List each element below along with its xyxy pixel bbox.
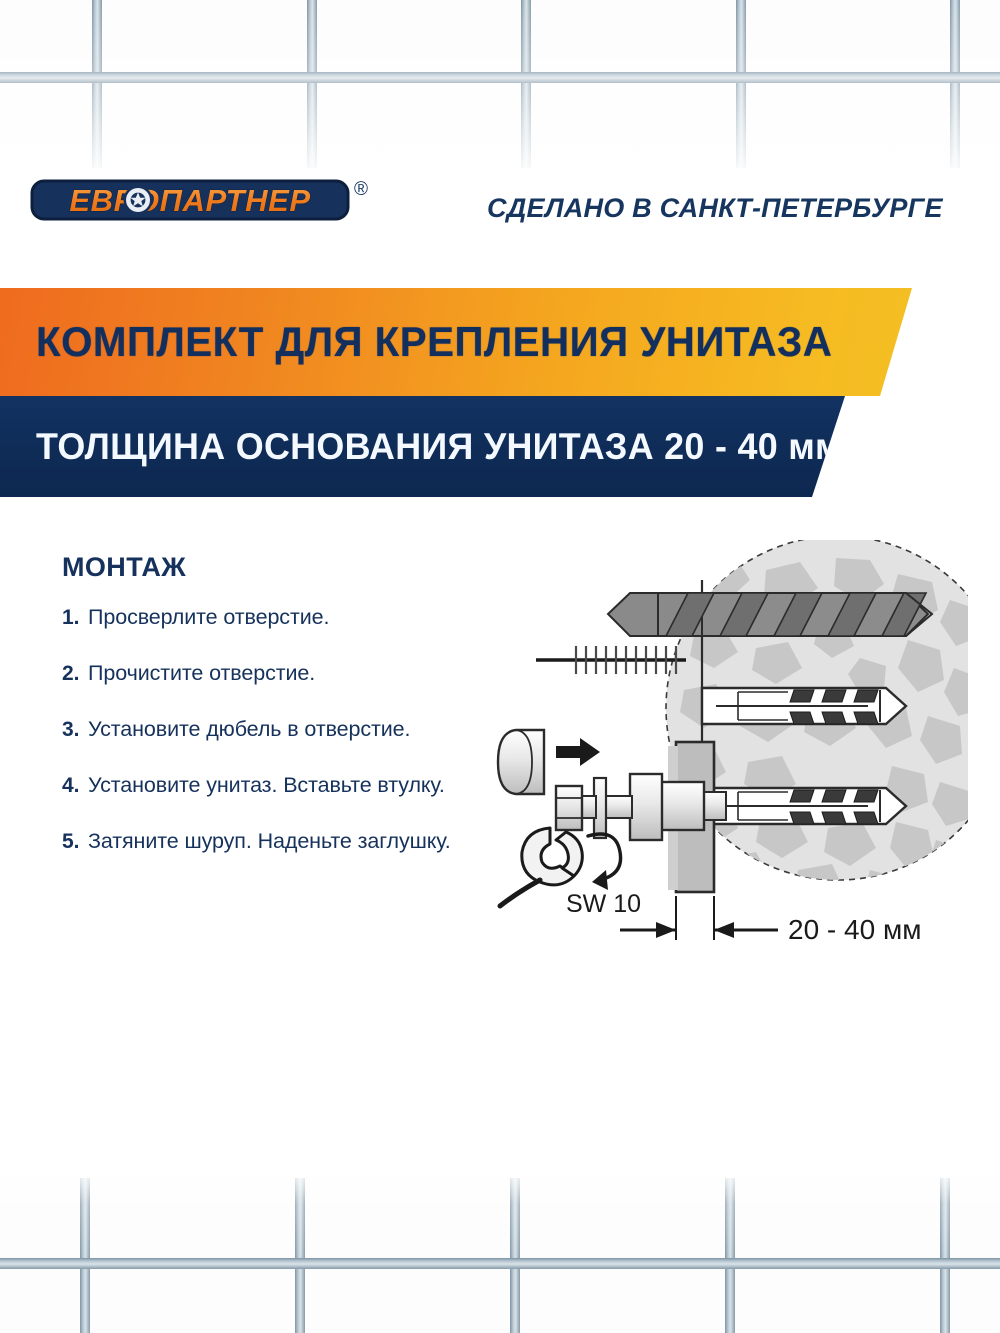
step-text: Прочистите отверстие. xyxy=(88,661,316,685)
made-in-label: СДЕЛАНО В САНКТ-ПЕТЕРБУРГЕ xyxy=(487,193,943,223)
step-text: Просверлите отверстие. xyxy=(88,605,330,629)
list-item: 2. Прочистите отверстие. xyxy=(62,661,532,686)
product-title: КОМПЛЕКТ ДЛЯ КРЕПЛЕНИЯ УНИТАЗА xyxy=(36,318,833,365)
product-title-banner: КОМПЛЕКТ ДЛЯ КРЕПЛЕНИЯ УНИТАЗА xyxy=(0,288,912,396)
step-number: 3. xyxy=(62,718,80,741)
installation-instructions: МОНТАЖ 1. Просверлите отверстие. 2. Проч… xyxy=(62,552,532,885)
brand-logo-text: ЕВРОПАРТНЕР xyxy=(69,183,310,218)
step-text: Установите дюбель в отверстие. xyxy=(88,717,411,741)
dimension-label: 20 - 40 мм xyxy=(788,914,921,945)
installation-diagram: SW 10 20 - 40 мм xyxy=(496,540,968,945)
centerline xyxy=(536,646,686,674)
step-number: 1. xyxy=(62,606,80,629)
spec-text: ТОЛЩИНА ОСНОВАНИЯ УНИТАЗА 20 - 40 мм xyxy=(36,425,842,467)
list-item: 4. Установите унитаз. Вставьте втулку. xyxy=(62,773,532,798)
brand-logo: ЕВРОПАРТНЕР ® xyxy=(30,179,368,221)
dowel-anchor-lower xyxy=(700,786,908,826)
step-number: 2. xyxy=(62,662,80,685)
wrench-size-label: SW 10 xyxy=(566,890,641,918)
step-number: 5. xyxy=(62,830,80,853)
list-item: 1. Просверлите отверстие. xyxy=(62,605,532,630)
dimension-callout: 20 - 40 мм xyxy=(620,896,921,945)
instructions-title: МОНТАЖ xyxy=(62,552,187,582)
dowel-anchor-upper xyxy=(700,686,908,726)
bolt-assembly xyxy=(554,772,727,842)
arrow-right-icon xyxy=(556,738,600,766)
gear-icon xyxy=(123,185,153,215)
list-item: 3. Установите дюбель в отверстие. xyxy=(62,717,532,742)
registered-mark-icon: ® xyxy=(354,179,368,200)
step-number: 4. xyxy=(62,774,80,797)
step-text: Затяните шуруп. Наденьте заглушку. xyxy=(88,829,451,853)
drill-bit-icon xyxy=(606,592,934,637)
header: ЕВРОПАРТНЕР ® СДЕЛАНО В САНКТ-ПЕТЕРБУРГЕ xyxy=(0,175,1000,255)
list-item: 5. Затяните шуруп. Наденьте заглушку. xyxy=(62,829,532,854)
wrench-icon xyxy=(497,826,584,909)
step-text: Установите унитаз. Вставьте втулку. xyxy=(88,773,445,797)
rotation-arrow-icon xyxy=(586,832,623,890)
spec-banner: ТОЛЩИНА ОСНОВАНИЯ УНИТАЗА 20 - 40 мм xyxy=(0,396,845,497)
cap-plug xyxy=(496,728,546,796)
